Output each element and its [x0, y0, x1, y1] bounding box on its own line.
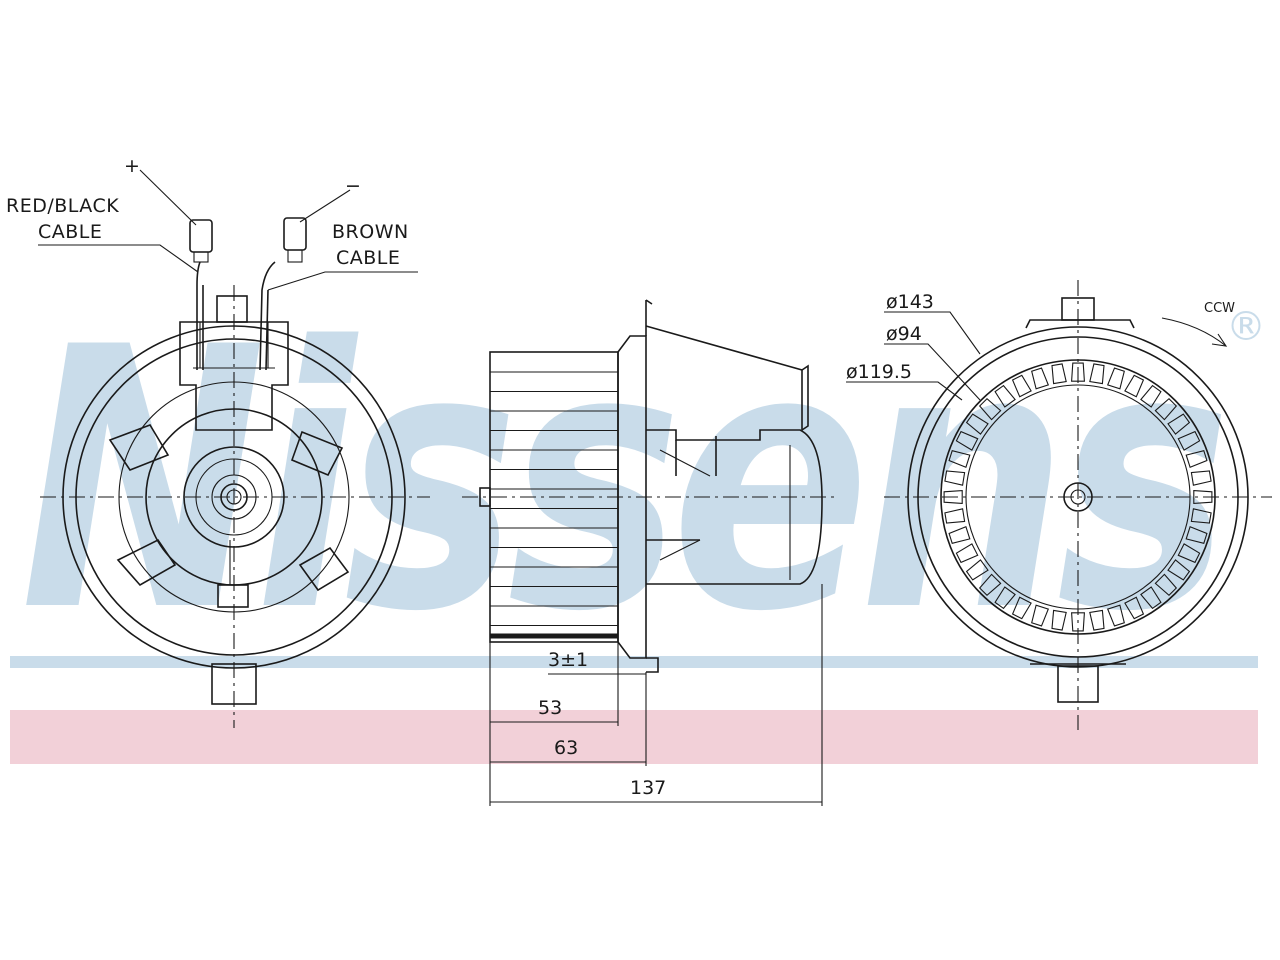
impeller-blade: [1031, 367, 1050, 390]
impeller-blade: [1089, 609, 1105, 631]
impeller-blade: [1071, 612, 1085, 632]
impeller-blade: [1031, 604, 1050, 627]
impeller-blade: [948, 450, 971, 469]
impeller-blades: [943, 362, 1213, 632]
impeller-blade: [948, 525, 971, 544]
impeller-blade: [1089, 363, 1105, 385]
impeller-blade: [944, 508, 966, 524]
impeller-blade: [1051, 609, 1067, 631]
impeller-blade: [965, 559, 989, 581]
watermark-brand: Nissens: [20, 271, 1222, 690]
impeller-blade: [944, 470, 966, 486]
positive-cable-label-line2: CABLE: [38, 221, 102, 243]
impeller-blade: [1106, 604, 1125, 627]
negative-sign: −: [345, 175, 361, 197]
impeller-blade: [1071, 362, 1085, 382]
impeller-blade: [1190, 508, 1212, 524]
impeller-blade: [1011, 596, 1032, 620]
impeller-blade: [965, 413, 989, 435]
impeller-blade: [1167, 559, 1191, 581]
fan-slats: [490, 371, 618, 627]
registered-mark: ®: [1226, 304, 1266, 350]
dia-mid: ø119.5: [846, 361, 912, 383]
impeller-blade: [978, 573, 1002, 597]
rotation-direction: CCW: [1204, 301, 1235, 316]
impeller-blade: [1193, 490, 1213, 504]
impeller-blade: [955, 543, 979, 564]
impeller-blade: [1167, 413, 1191, 435]
impeller-blade: [1124, 374, 1145, 398]
watermark-red-stripe: [10, 710, 1258, 764]
rear-view: CCW ø143 ø94 ø119.5: [846, 280, 1272, 730]
impeller-blade: [1140, 586, 1162, 610]
impeller-blade: [1154, 573, 1178, 597]
dia-inner: ø94: [886, 323, 922, 345]
impeller-blade: [1185, 525, 1208, 544]
impeller-blade: [994, 384, 1016, 408]
positive-sign: +: [124, 155, 140, 177]
dim-small-gap: 3±1: [548, 649, 588, 671]
impeller-blade: [943, 490, 963, 504]
dim-137: 137: [630, 777, 666, 799]
watermark-blue-stripe: [10, 656, 1258, 668]
impeller-blade: [1185, 450, 1208, 469]
dia-outer: ø143: [886, 291, 934, 313]
dim-63: 63: [554, 737, 578, 759]
dim-53: 53: [538, 697, 562, 719]
impeller-blade: [1011, 374, 1032, 398]
impeller-blade: [978, 397, 1002, 421]
impeller-blade: [1177, 543, 1201, 564]
side-view: 3±1 53 63 137: [462, 299, 836, 806]
negative-cable-label-line2: CABLE: [336, 247, 400, 269]
impeller-blade: [1177, 430, 1201, 451]
negative-cable-label-line1: BROWN: [332, 221, 409, 243]
impeller-blade: [1154, 397, 1178, 421]
impeller-blade: [1051, 363, 1067, 385]
impeller-blade: [1106, 367, 1125, 390]
impeller-blade: [1190, 470, 1212, 486]
impeller-blade: [994, 586, 1016, 610]
impeller-blade: [1140, 384, 1162, 408]
front-view: + − RED/BLACK CABLE BROWN CABLE: [6, 155, 430, 728]
watermark: Nissens ®: [10, 271, 1266, 764]
impeller-blade: [955, 430, 979, 451]
impeller-blade: [1124, 596, 1145, 620]
positive-cable-label-line1: RED/BLACK: [6, 195, 119, 217]
